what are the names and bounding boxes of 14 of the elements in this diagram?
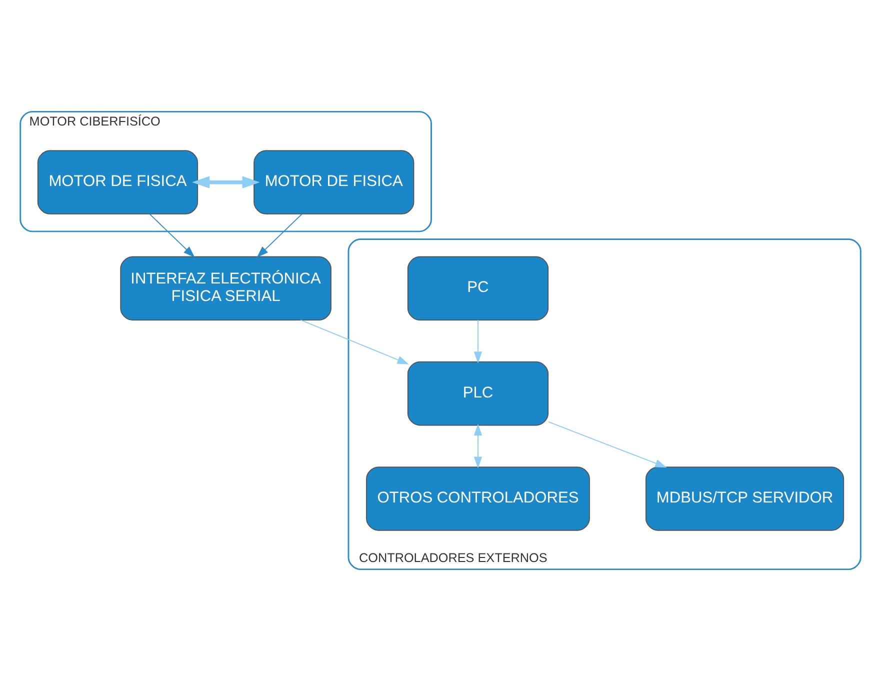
arrow [474,320,482,364]
node-box: INTERFAZ ELECTRÓNICA FISICA SERIAL [120,256,332,321]
node-box: MDBUS/TCP SERVIDOR [645,466,844,531]
arrow [300,320,409,364]
arrow [474,424,482,468]
arrow [149,213,195,258]
arrow [192,176,260,188]
node-box: PC [407,256,549,321]
arrow [256,213,303,258]
node-box: MOTOR DE FISICA [37,150,198,214]
node-box: OTROS CONTROLADORES [366,466,590,531]
arrow [548,421,667,468]
node-box: MOTOR DE FISICA [254,150,414,214]
node-box: PLC [407,361,549,426]
